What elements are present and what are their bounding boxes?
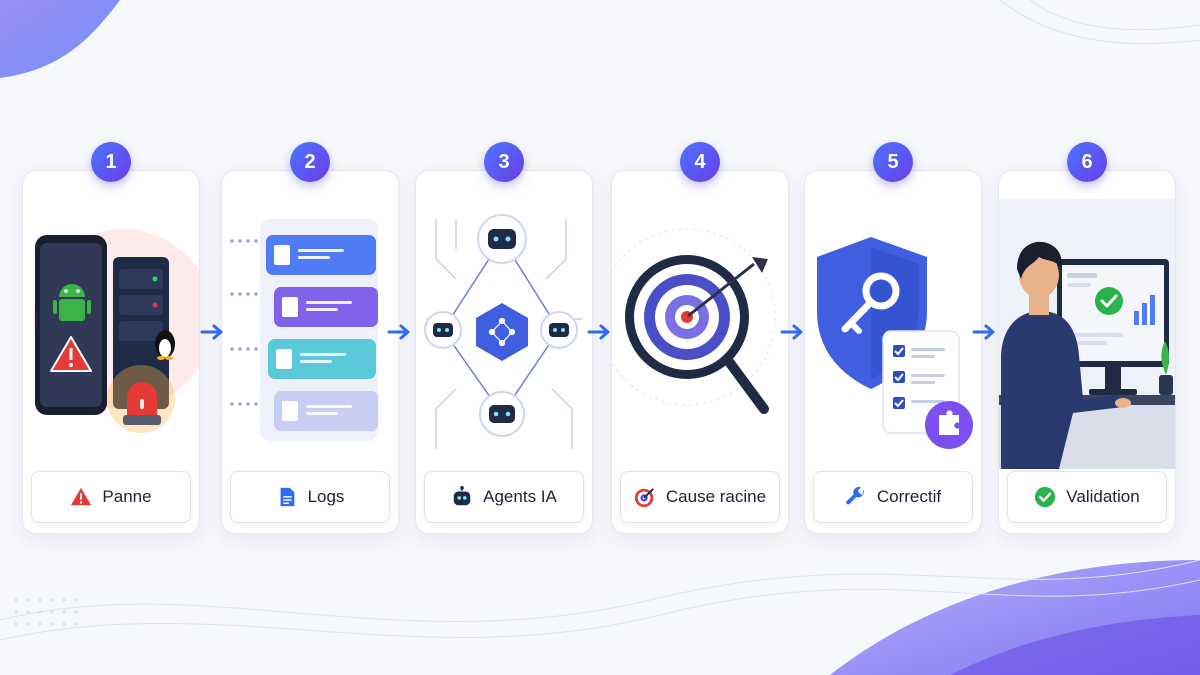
document-icon [280,487,294,507]
step-number-badge: 3 [484,142,524,182]
step-card: Panne [22,170,200,534]
step-6: 6 [998,0,1176,675]
step-number-badge: 4 [680,142,720,182]
step-card: Validation [998,170,1176,534]
target-magnifier-illustration [612,228,776,414]
step-label: Validation [1007,471,1167,523]
ai-agents-network-illustration [424,214,582,449]
step-label: Cause racine [620,471,780,523]
step-card: Logs [221,170,399,534]
step-label-text: Logs [307,487,345,506]
shield-key-checklist-illustration [817,237,973,449]
arrow-right-icon [387,324,410,340]
target-icon [634,488,654,508]
step-2: 2 [221,0,399,675]
step-label: Logs [230,471,390,523]
step-card: Correctif [804,170,982,534]
arrow-right-icon [972,324,995,340]
check-circle-icon [1035,486,1056,508]
step-label: Correctif [813,471,973,523]
arrow-right-icon [200,324,223,340]
step-card: Agents IA [415,170,593,534]
step-number-badge: 6 [1067,142,1107,182]
arrow-right-icon [587,324,610,340]
step-label-text: Panne [102,487,152,506]
arrow-right-icon [780,324,803,340]
step-label-text: Validation [1066,487,1140,506]
engineer-at-monitor-illustration [999,199,1175,469]
step-label: Panne [31,471,191,523]
smartphone-server-alert-illustration [33,229,199,433]
step-label-text: Correctif [876,487,942,506]
step-number-badge: 1 [91,142,131,182]
step-number-badge: 5 [873,142,913,182]
wrench-icon [846,486,864,505]
step-label-text: Cause racine [665,487,767,506]
log-files-illustration [230,219,378,441]
step-number-badge: 2 [290,142,330,182]
step-label-text: Agents IA [483,487,557,506]
step-1: 1 [22,0,200,675]
step-3: 3 [415,0,593,675]
step-label: Agents IA [424,471,584,523]
step-4: 4 Cause racine [611,0,789,675]
step-5: 5 Correctif [804,0,982,675]
warning-icon [71,487,92,506]
robot-icon [453,486,471,506]
step-card: Cause racine [611,170,789,534]
